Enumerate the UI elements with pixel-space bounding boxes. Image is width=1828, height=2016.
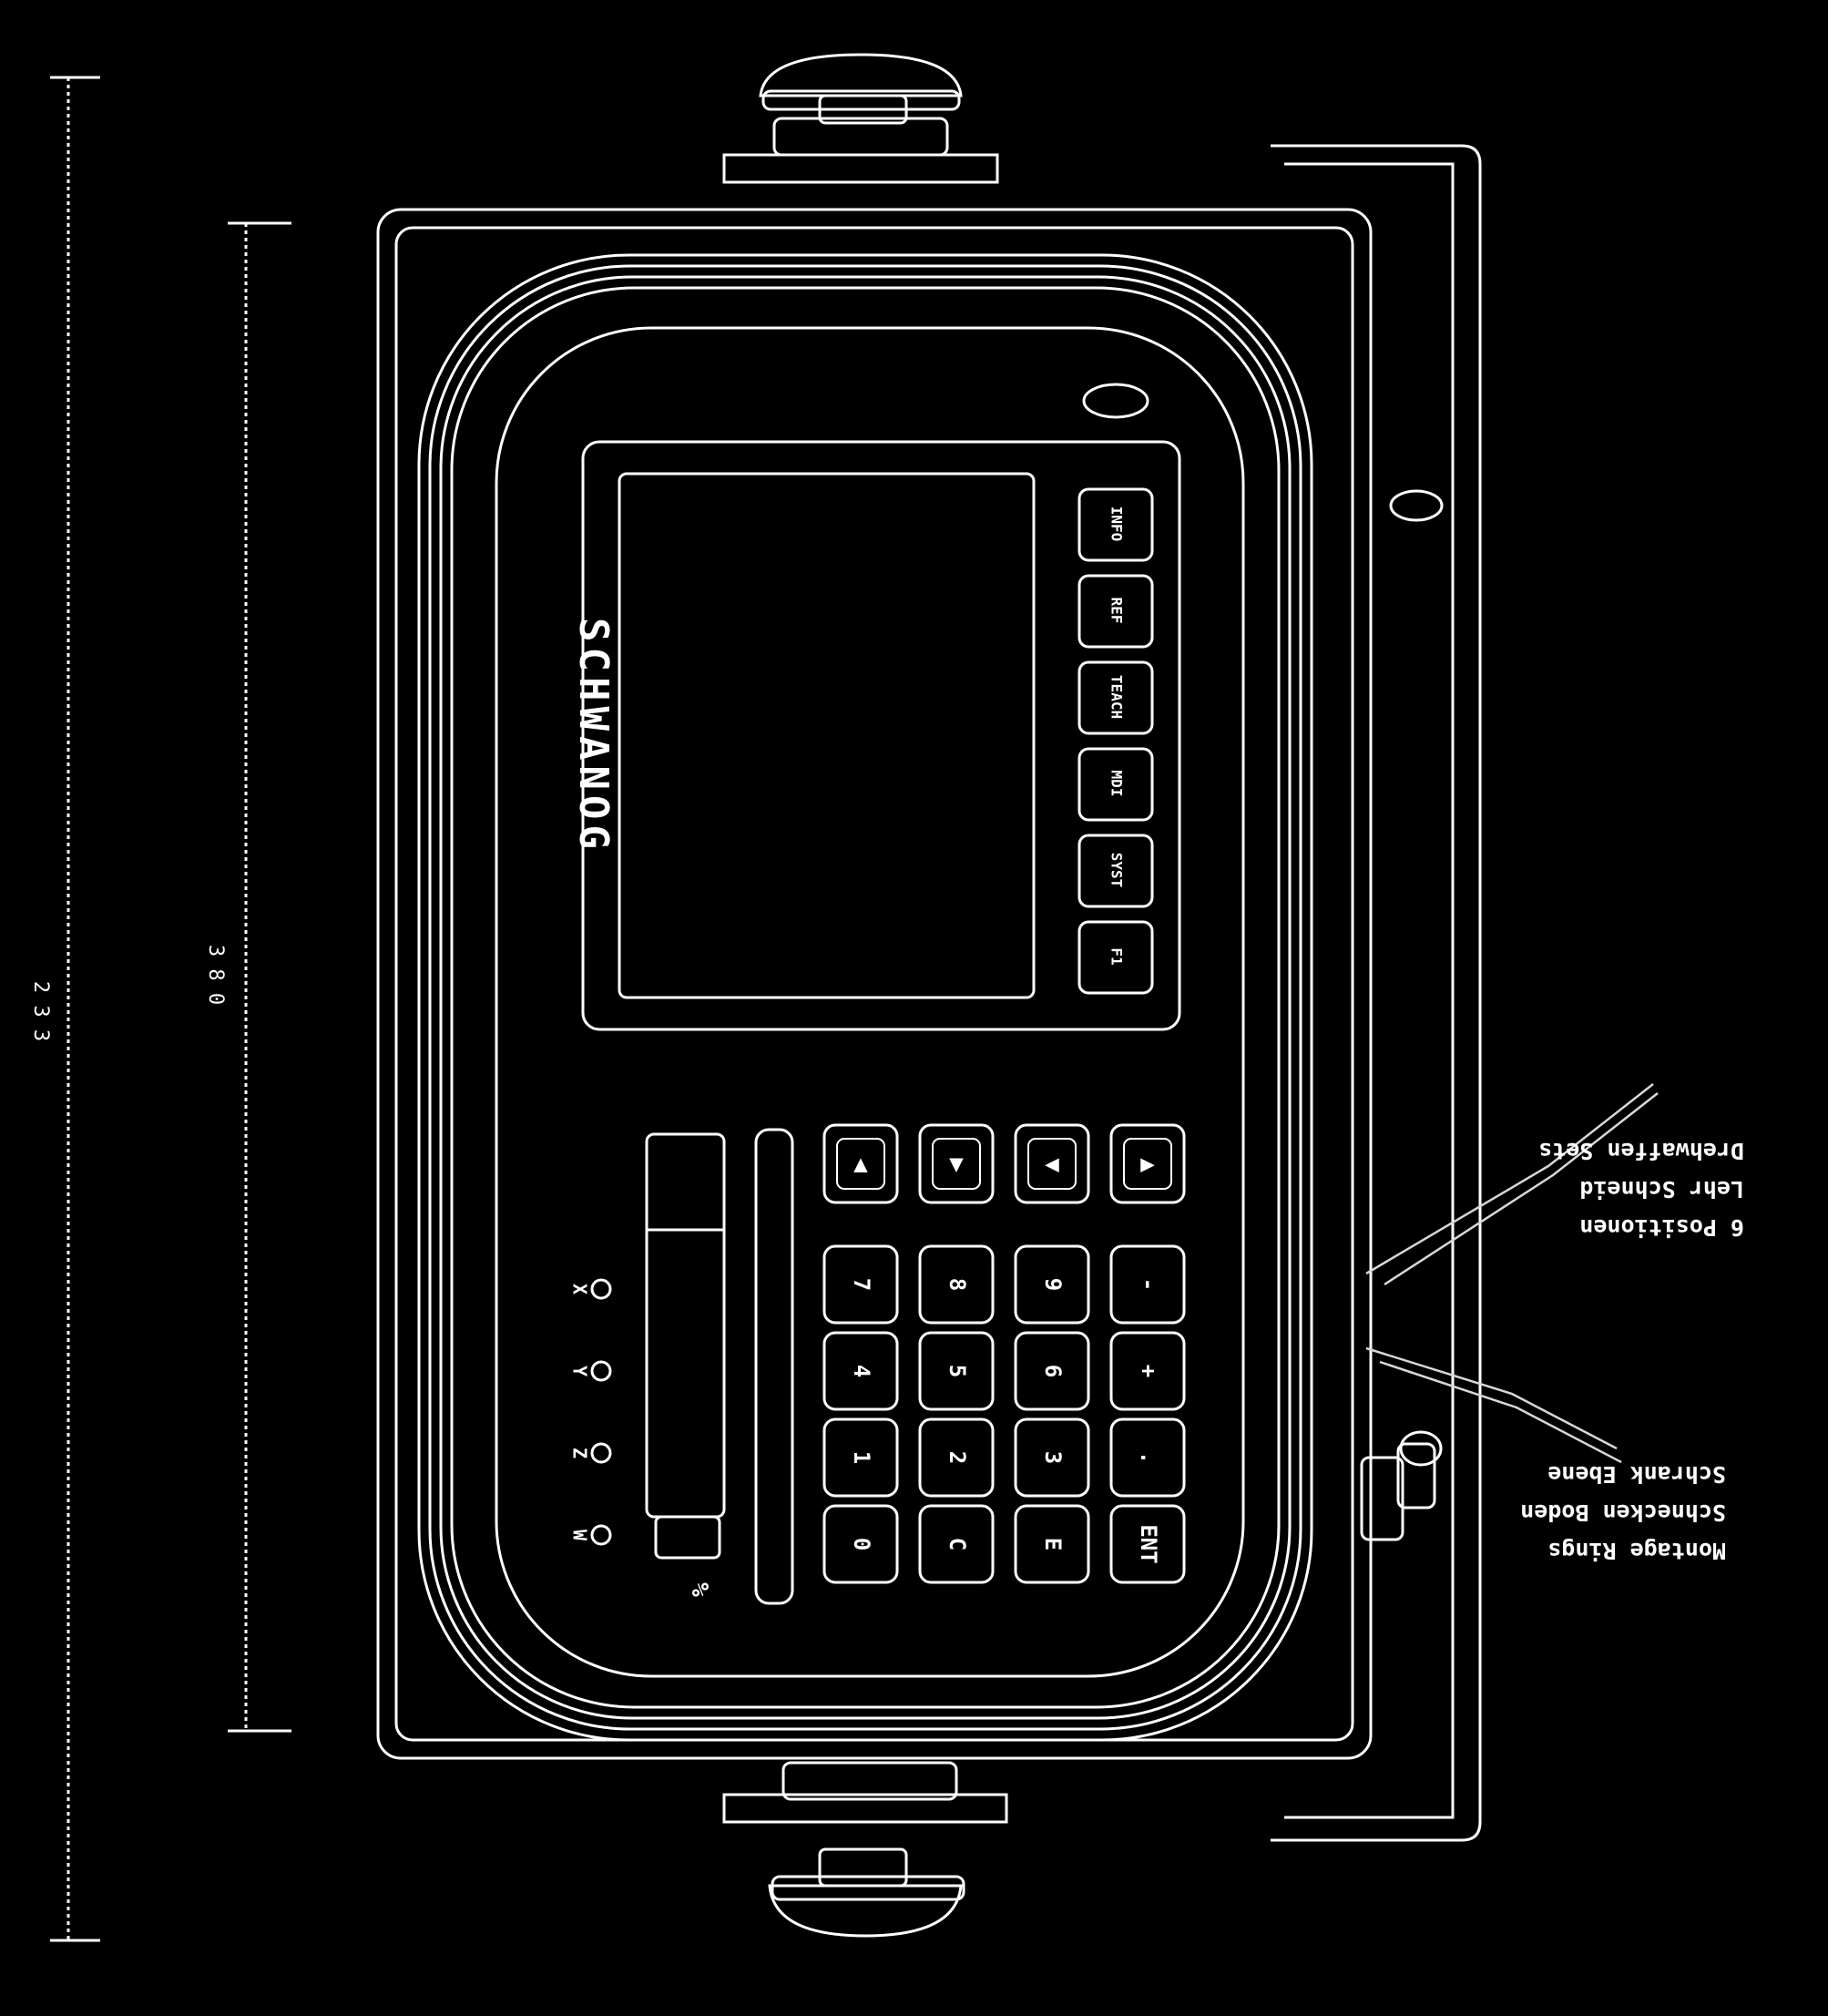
softkey-info[interactable]: INFO (1077, 487, 1154, 562)
numpad-key[interactable]: + (1109, 1331, 1186, 1411)
indicator-y: Y (569, 1360, 612, 1382)
softkey-label: INFO (1108, 507, 1126, 542)
housing-outer (376, 208, 1373, 1760)
indicator-label: X (569, 1284, 591, 1295)
down-arrow-icon: ▼ (949, 1151, 964, 1178)
dimension-overall (50, 76, 100, 1942)
callout-mounting: Schrank Ebene Schnecken Boden Montage Ri… (1520, 1461, 1726, 1564)
numpad-key-label: 3 (1040, 1451, 1066, 1464)
mounting-plate (1271, 144, 1482, 1842)
softkey-label: MDI (1108, 771, 1126, 797)
callout-1-line-3: 6 Positionen (1579, 1214, 1744, 1241)
softkey-f1[interactable]: F1 (1077, 920, 1154, 995)
right-arrow-icon: ▶ (1140, 1151, 1155, 1178)
dimension-inner-label: 3 8 0 (204, 945, 227, 1005)
axis-indicators: X Y Z W (569, 1278, 612, 1546)
callout-tool-holder: Drehwaffen Sets Lehr Schneid 6 Positione… (1538, 1138, 1744, 1241)
numpad-key-label: 5 (945, 1365, 970, 1377)
softkey-mdi[interactable]: MDI (1077, 747, 1154, 822)
front-bezel (417, 253, 1313, 1742)
numpad-key[interactable]: 0 (822, 1504, 899, 1584)
numpad-key-label: 9 (1040, 1278, 1066, 1291)
numpad-key[interactable]: ENT (1109, 1504, 1186, 1584)
numpad-key[interactable]: 4 (822, 1331, 899, 1411)
indicator-label: W (569, 1530, 591, 1541)
status-led (1082, 383, 1149, 419)
numpad-key-label: C (945, 1538, 970, 1550)
numpad-key[interactable]: 8 (918, 1244, 995, 1325)
indicator-x: X (569, 1278, 612, 1300)
numpad-key-label: . (1136, 1451, 1161, 1464)
numpad-key-label: 8 (945, 1278, 970, 1291)
dimension-overall-label: 2 3 3 (29, 981, 52, 1041)
override-label: % (686, 1582, 713, 1597)
lock-oval (1389, 489, 1444, 522)
numpad-key[interactable]: - (1109, 1244, 1186, 1325)
indicator-label: Y (569, 1366, 591, 1376)
callout-leaders (1365, 1083, 1659, 1464)
up-arrow-icon: ▲ (853, 1151, 868, 1178)
numpad-key-label: 4 (849, 1365, 874, 1377)
numpad-key[interactable]: 6 (1014, 1331, 1090, 1411)
numpad-key-label: E (1040, 1538, 1066, 1550)
softkey-column: F1 SYST MDI TEACH REF INFO (1077, 487, 1154, 995)
softkey-ref[interactable]: REF (1077, 574, 1154, 649)
callout-1-line-1: Drehwaffen Sets (1538, 1138, 1744, 1164)
numpad-key-label: 1 (849, 1451, 874, 1464)
numpad-key-label: 6 (1040, 1365, 1066, 1377)
numpad-key-label: + (1136, 1365, 1161, 1377)
callout-2-line-2: Schnecken Boden (1520, 1499, 1726, 1526)
indicator-w: W (569, 1524, 612, 1546)
up-arrow-key[interactable]: ▲ (822, 1123, 899, 1204)
numpad-key-label: ENT (1136, 1524, 1161, 1563)
softkey-label: F1 (1108, 947, 1126, 965)
numpad-key[interactable]: 9 (1014, 1244, 1090, 1325)
clamp-knob-bottom[interactable] (722, 1761, 1008, 1938)
feed-slot (754, 1128, 794, 1605)
numpad-key[interactable]: 7 (822, 1244, 899, 1325)
callout-2-line-3: Montage Rings (1547, 1538, 1726, 1564)
indicator-label: Z (569, 1448, 591, 1458)
callout-1-line-2: Lehr Schneid (1579, 1176, 1744, 1202)
clamp-knob-top[interactable] (722, 53, 999, 184)
softkey-teach[interactable]: TEACH (1077, 660, 1154, 735)
numpad-key[interactable]: 2 (918, 1417, 995, 1498)
override-small-box (654, 1515, 721, 1560)
numpad-key-label: 0 (849, 1538, 874, 1550)
softkey-syst[interactable]: SYST (1077, 834, 1154, 908)
numpad-key[interactable]: 1 (822, 1417, 899, 1498)
numpad-key-label: 2 (945, 1451, 970, 1464)
cursor-key-row: ▲ ▼ ◀ ▶ (822, 1123, 1186, 1204)
numpad-key[interactable]: . (1109, 1417, 1186, 1498)
display-frame (581, 440, 1181, 1031)
numeric-keypad: 7 8 9 - 4 5 6 +1 2 3. 0 C E ENT (822, 1244, 1186, 1584)
numpad-key-label: 7 (849, 1278, 874, 1291)
numpad-key[interactable]: C (918, 1504, 995, 1584)
numpad-key[interactable]: 3 (1014, 1417, 1090, 1498)
left-arrow-icon: ◀ (1045, 1151, 1059, 1178)
brand-logo: SCHWANOG (570, 618, 617, 854)
right-arrow-key[interactable]: ▶ (1109, 1123, 1186, 1204)
softkey-label: SYST (1108, 853, 1126, 888)
numpad-key[interactable]: 5 (918, 1331, 995, 1411)
dimension-inner (228, 221, 291, 1733)
indicator-z: Z (569, 1442, 612, 1464)
left-arrow-key[interactable]: ◀ (1014, 1123, 1090, 1204)
numpad-key[interactable]: E (1014, 1504, 1090, 1584)
down-arrow-key[interactable]: ▼ (918, 1123, 995, 1204)
softkey-label: REF (1108, 598, 1126, 624)
softkey-label: TEACH (1108, 675, 1126, 719)
cable-gland (1360, 1430, 1443, 1541)
display-screen (618, 472, 1036, 999)
callout-2-line-1: Schrank Ebene (1547, 1461, 1726, 1488)
numpad-key-label: - (1136, 1278, 1161, 1291)
